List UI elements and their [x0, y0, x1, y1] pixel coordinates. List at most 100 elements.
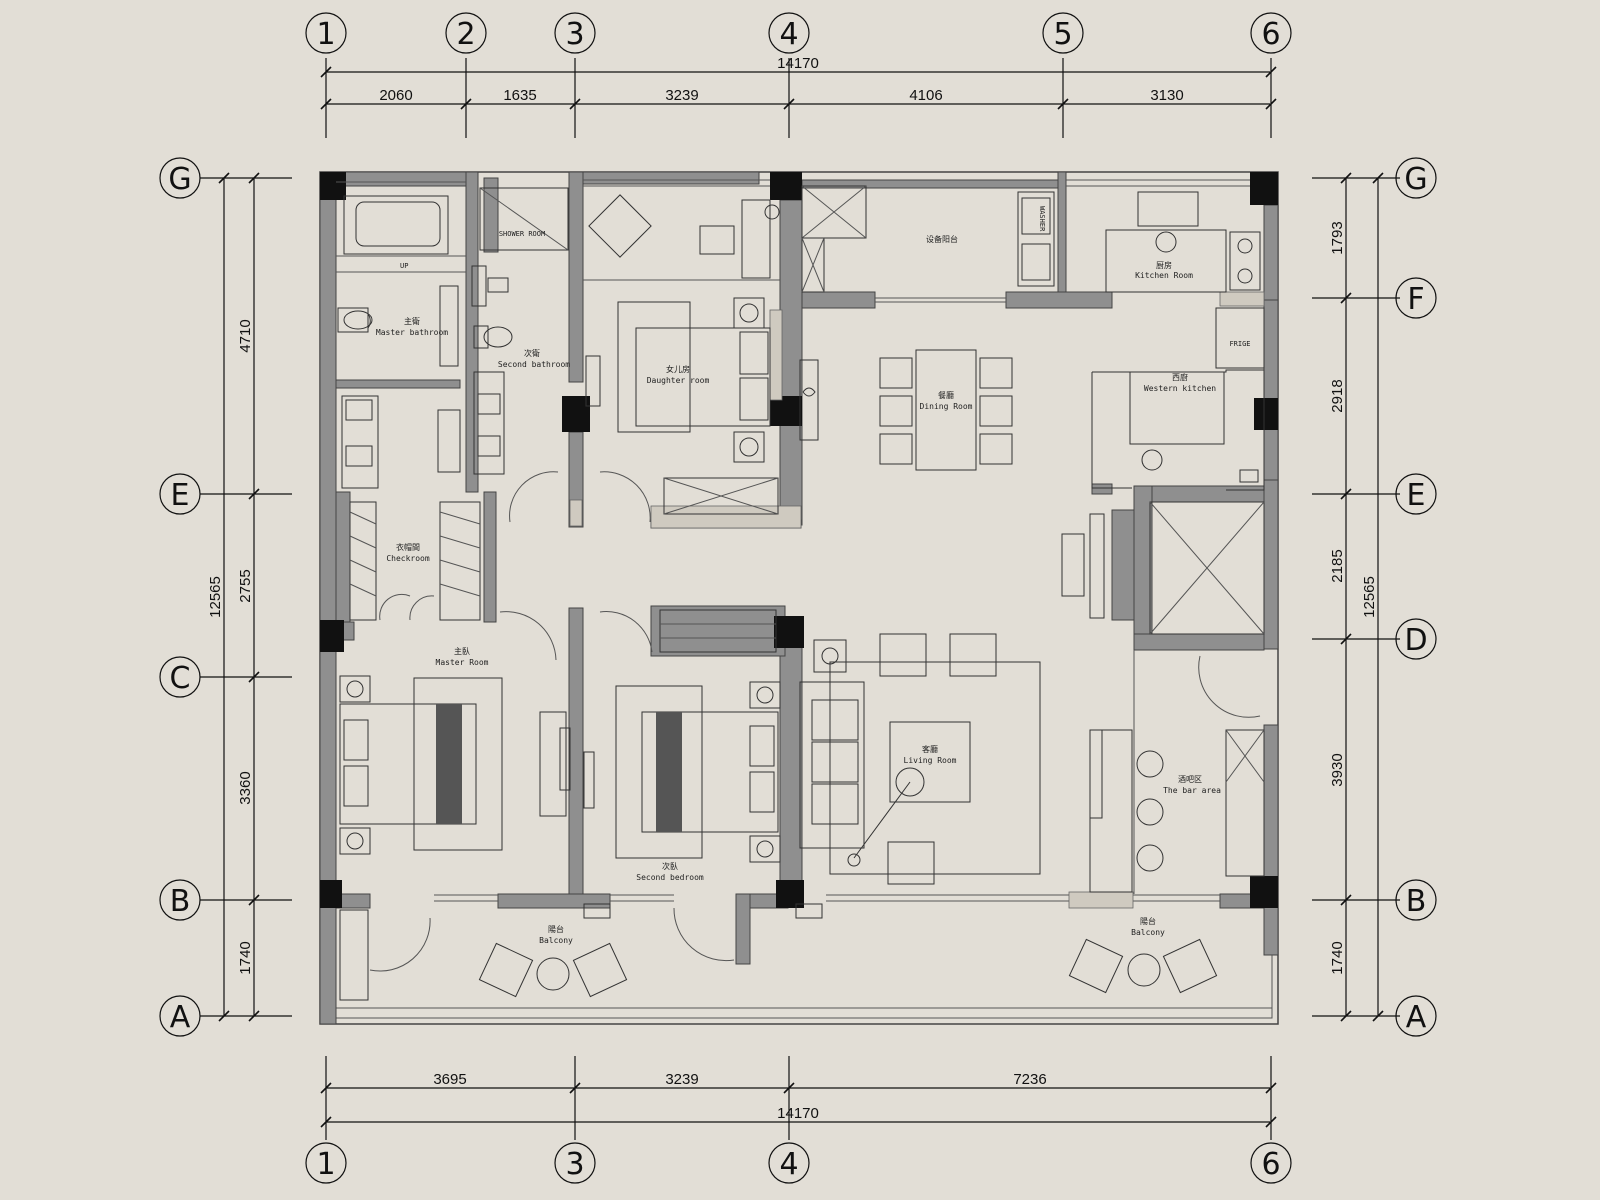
grid-bubble-top-5: 5 [1042, 12, 1084, 54]
kitchen-label-cn: 厨房 [1156, 260, 1172, 270]
second-bathroom: SHOWER ROOM 次衛 Second bathroom [471, 187, 570, 523]
grid-bubble-left-e: E [159, 473, 201, 515]
master-room: 主臥 Master Room [339, 646, 571, 1001]
balcony-left-label-cn: 陽台 [548, 924, 564, 934]
grid-bubble-right-f: F [1395, 277, 1437, 319]
svg-text:E: E [1407, 478, 1426, 513]
master-bath-label-en: Master bathroom [376, 328, 448, 337]
svg-text:B: B [170, 884, 191, 919]
grid-bubble-right-a: A [1395, 995, 1437, 1037]
plan-body: UP 主衛 Master bathroom SHOWER ROOM 次衛 Sec… [319, 171, 1279, 1025]
living-label-en: Living Room [904, 756, 957, 765]
right-dim-1: 1793 [1329, 221, 1346, 254]
equip-balcony-label: 设备阳台 [926, 234, 958, 244]
bottom-dim-3: 7236 [1013, 1071, 1046, 1088]
svg-text:3: 3 [565, 17, 584, 52]
bottom-dim-1: 3695 [433, 1071, 466, 1088]
western-label-en: Western kitchen [1144, 384, 1216, 393]
grid-bubble-top-3: 3 [554, 12, 596, 54]
grid-bubble-top-1: 1 [305, 12, 347, 54]
svg-text:4: 4 [779, 1147, 798, 1182]
bar-label-en: The bar area [1163, 786, 1221, 795]
svg-text:G: G [168, 162, 191, 197]
svg-text:1: 1 [316, 1147, 335, 1182]
grid-bubble-top-2: 2 [445, 12, 487, 54]
grid-bubble-top-4: 4 [768, 12, 810, 54]
right-total-dim: 12565 [1361, 576, 1378, 618]
checkroom-label-cn: 衣帽間 [396, 542, 420, 552]
bar-area: 酒吧区 The bar area [1089, 650, 1265, 894]
right-dim-3: 2185 [1329, 549, 1346, 582]
svg-text:G: G [1404, 162, 1427, 197]
svg-text:E: E [171, 478, 190, 513]
svg-text:3: 3 [565, 1147, 584, 1182]
western-kitchen: FRIGE 西廚 Western kitchen [1091, 307, 1265, 491]
grid-bubble-right-g: G [1395, 157, 1437, 199]
balcony-right: 陽台 Balcony [795, 903, 1218, 994]
grid-bubble-bottom-3: 3 [554, 1142, 596, 1184]
top-dim-2: 1635 [503, 87, 536, 104]
svg-text:B: B [1406, 884, 1427, 919]
equipment-balcony: 设备阳台 WASHER [801, 185, 1055, 293]
svg-text:D: D [1404, 623, 1427, 658]
top-dim-1: 2060 [379, 87, 412, 104]
grid-bubble-bottom-6: 6 [1250, 1142, 1292, 1184]
right-dim-5: 1740 [1329, 941, 1346, 974]
grid-bubble-right-e: E [1395, 473, 1437, 515]
left-dimensions: 12565 4710 2755 3360 1740 G E C B A [159, 157, 292, 1037]
dining-label-cn: 餐廳 [938, 390, 954, 400]
svg-text:A: A [1406, 1000, 1427, 1035]
grid-bubble-left-b: B [159, 879, 201, 921]
master-bath-label-cn: 主衛 [404, 316, 420, 326]
top-dim-3: 3239 [665, 87, 698, 104]
grid-bubble-right-d: D [1395, 618, 1437, 660]
grid-bubble-bottom-4: 4 [768, 1142, 810, 1184]
shower-label: SHOWER ROOM [499, 230, 545, 238]
svg-text:6: 6 [1261, 17, 1280, 52]
balcony-left: 陽台 Balcony [478, 903, 628, 998]
top-dimensions: 14170 2060 1635 3239 4106 3130 1 2 3 4 5… [305, 12, 1292, 138]
right-dim-2: 2918 [1329, 379, 1346, 412]
western-label-cn: 西廚 [1172, 372, 1188, 382]
checkroom-label-en: Checkroom [386, 554, 430, 563]
svg-text:F: F [1407, 282, 1424, 317]
left-dim-1: 4710 [237, 319, 254, 352]
master-label-en: Master Room [436, 658, 489, 667]
svg-text:4: 4 [779, 17, 798, 52]
left-dim-4: 1740 [237, 941, 254, 974]
balcony-right-label-en: Balcony [1131, 928, 1165, 937]
elevator-core [1061, 501, 1265, 718]
right-dimensions: 1793 2918 2185 3930 1740 12565 G F E D B… [1312, 157, 1437, 1037]
daughter-label-cn: 女儿房 [666, 364, 690, 374]
dining-room: 餐廳 Dining Room [799, 349, 1013, 471]
grid-bubble-bottom-1: 1 [305, 1142, 347, 1184]
left-dim-2: 2755 [237, 569, 254, 602]
master-label-cn: 主臥 [454, 646, 470, 656]
balcony-right-label-cn: 陽台 [1140, 916, 1156, 926]
bottom-dim-2: 3239 [665, 1071, 698, 1088]
washer-label: WASHER [1038, 206, 1046, 232]
master-bathroom: UP 主衛 Master bathroom [336, 195, 466, 489]
second-bedroom: 次臥 Second bedroom [499, 609, 781, 962]
dining-label-en: Dining Room [920, 402, 973, 411]
svg-text:C: C [170, 661, 191, 696]
top-dim-4: 4106 [909, 87, 942, 104]
kitchen: 厨房 Kitchen Room [1105, 191, 1261, 293]
grid-bubble-top-6: 6 [1250, 12, 1292, 54]
living-room: 客廳 Living Room [799, 633, 1041, 885]
svg-text:5: 5 [1053, 17, 1072, 52]
kitchen-label-en: Kitchen Room [1135, 271, 1193, 280]
checkroom: 衣帽間 Checkroom [349, 501, 481, 621]
second-bath-label-cn: 次衛 [524, 348, 540, 358]
left-total-dim: 12565 [207, 576, 224, 618]
svg-text:2: 2 [456, 17, 475, 52]
top-total-dim: 14170 [777, 55, 819, 72]
daughter-label-en: Daughter room [647, 376, 710, 385]
frige-label: FRIGE [1229, 340, 1250, 348]
left-dim-3: 3360 [237, 771, 254, 804]
grid-bubble-left-g: G [159, 157, 201, 199]
living-label-cn: 客廳 [922, 744, 938, 754]
structural-columns [320, 172, 1278, 908]
second-bed-label-cn: 次臥 [662, 861, 678, 871]
